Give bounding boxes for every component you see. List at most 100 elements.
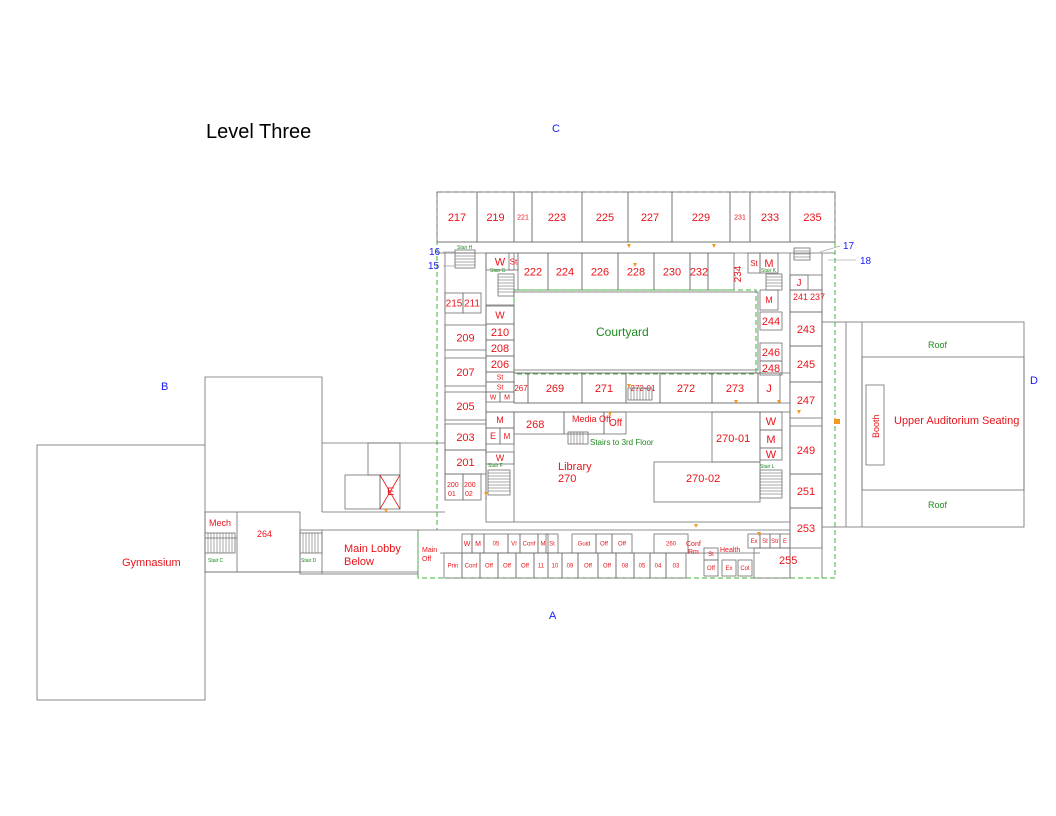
stair-k[interactable] bbox=[765, 273, 783, 291]
orange-markers bbox=[384, 244, 840, 536]
compass-west: B bbox=[161, 381, 168, 393]
room-243-label: 243 bbox=[797, 324, 815, 336]
janitor-j-north-label: J bbox=[797, 278, 802, 289]
stair-c-label: Stair C bbox=[208, 558, 224, 564]
conf-rm-line2: Rm bbox=[688, 549, 699, 556]
room-210-label: 210 bbox=[491, 327, 509, 339]
library-off[interactable] bbox=[603, 411, 627, 435]
room-south-bottom-10-label: 08 bbox=[622, 564, 629, 570]
stair-l-label: Stair L bbox=[760, 464, 775, 470]
room-231-label: 231 bbox=[734, 214, 746, 221]
upper-auditorium-label: Upper Auditorium Seating bbox=[894, 415, 1019, 427]
roof-top-label: Roof bbox=[928, 340, 948, 350]
marker-17: 17 bbox=[843, 241, 855, 252]
janitor-j-south[interactable] bbox=[757, 372, 781, 404]
gymnasium-label: Gymnasium bbox=[122, 557, 181, 569]
room-273-label: 273 bbox=[726, 383, 744, 395]
room-230-label: 230 bbox=[663, 266, 681, 278]
room-234[interactable] bbox=[707, 252, 735, 291]
main-off-line2: Off bbox=[422, 556, 431, 563]
room-253[interactable] bbox=[789, 507, 823, 549]
stair-d[interactable] bbox=[299, 532, 323, 554]
room-270-01-label: 270-01 bbox=[716, 433, 750, 445]
stair-g[interactable] bbox=[497, 273, 515, 297]
compass-north: C bbox=[552, 123, 560, 135]
room-205[interactable] bbox=[444, 391, 487, 421]
room-south-top-1-label: VI bbox=[511, 542, 517, 548]
room-south-bottom-13-label: 03 bbox=[673, 564, 680, 570]
room-206-label: 206 bbox=[491, 359, 509, 371]
room-south-bottom-1-label: Conf bbox=[465, 564, 478, 570]
room-208-label: 208 bbox=[491, 343, 509, 355]
elevator-west-inner-label: E bbox=[490, 431, 496, 441]
room-south-bottom-5-label: 11 bbox=[538, 564, 545, 570]
room-south-cot-label: Cot bbox=[740, 566, 750, 572]
gymnasium[interactable] bbox=[36, 444, 206, 701]
room-267-label: 267 bbox=[514, 384, 528, 393]
room-south-bottom-11-label: 05 bbox=[639, 564, 646, 570]
booth[interactable] bbox=[865, 384, 885, 466]
stair-g-label: Stair G bbox=[490, 268, 506, 274]
storage-st-south-label: St bbox=[549, 542, 555, 548]
room-241-237[interactable] bbox=[789, 274, 823, 291]
restroom-w-east-label: W bbox=[766, 416, 777, 428]
room-232-label: 232 bbox=[690, 266, 708, 278]
storage-st-north-label: St bbox=[510, 257, 518, 266]
room-south-ex[interactable] bbox=[721, 559, 737, 577]
room-south-cot[interactable] bbox=[737, 559, 753, 577]
west-block bbox=[204, 376, 323, 512]
room-255-label: 255 bbox=[779, 555, 797, 567]
room-217-label: 217 bbox=[448, 212, 466, 224]
room-south-bottom-13[interactable] bbox=[665, 552, 687, 579]
storage-st-south-3-label: St bbox=[762, 539, 768, 545]
room-200-02[interactable] bbox=[462, 473, 482, 501]
room-269-label: 269 bbox=[546, 383, 564, 395]
room-249-label: 249 bbox=[797, 445, 815, 457]
compass-east: D bbox=[1030, 375, 1038, 387]
janitor-j-north[interactable] bbox=[789, 274, 809, 291]
marker-18: 18 bbox=[860, 256, 872, 267]
restroom-w-west-label: W bbox=[495, 311, 505, 322]
mech-label: Mech bbox=[209, 518, 231, 528]
marker-15: 15 bbox=[428, 261, 440, 272]
room-south-top-2-label: Conf bbox=[523, 542, 536, 548]
stairs-to-3rd-floor-label: Stairs to 3rd Floor bbox=[590, 438, 654, 447]
storage-st-north-east-label: St bbox=[750, 259, 758, 268]
svg-text:01: 01 bbox=[448, 491, 456, 498]
restroom-w-north[interactable] bbox=[485, 252, 515, 271]
room-south-off[interactable] bbox=[703, 559, 719, 577]
room-207-label: 207 bbox=[456, 367, 474, 379]
conf-rm-line1: Conf bbox=[686, 541, 701, 548]
stair-to-3rd-floor[interactable] bbox=[567, 431, 589, 445]
room-223-label: 223 bbox=[548, 212, 566, 224]
storage-st-north-east[interactable] bbox=[747, 252, 761, 274]
room-south-bottom-6-label: 10 bbox=[552, 564, 559, 570]
stair-l[interactable] bbox=[759, 469, 783, 499]
room-south-bottom-7-label: 09 bbox=[567, 564, 574, 570]
elevator-e-label: E bbox=[387, 486, 394, 498]
room-211[interactable] bbox=[462, 292, 482, 314]
restroom-m-east-label: M bbox=[766, 434, 775, 446]
restroom-w-east-2[interactable] bbox=[759, 447, 783, 461]
health-label: Health bbox=[720, 547, 740, 554]
room-203-label: 203 bbox=[456, 432, 474, 444]
restroom-w-west[interactable] bbox=[485, 305, 515, 325]
room-244[interactable] bbox=[759, 311, 783, 331]
restroom-m-north-label: M bbox=[764, 258, 773, 270]
library-label: Library bbox=[558, 461, 592, 473]
stair-f[interactable] bbox=[487, 469, 511, 496]
stair-f-label: Stair F bbox=[488, 463, 503, 469]
room-225-label: 225 bbox=[596, 212, 614, 224]
storage-st-north[interactable] bbox=[508, 252, 519, 271]
room-south-bottom-12-label: 04 bbox=[655, 564, 662, 570]
room-205-label: 205 bbox=[456, 401, 474, 413]
room-201-label: 201 bbox=[456, 457, 474, 469]
room-248[interactable] bbox=[759, 360, 783, 376]
svg-text:02: 02 bbox=[465, 491, 473, 498]
room-255[interactable] bbox=[753, 547, 791, 579]
room-south-bottom-2-label: Off bbox=[485, 564, 493, 570]
